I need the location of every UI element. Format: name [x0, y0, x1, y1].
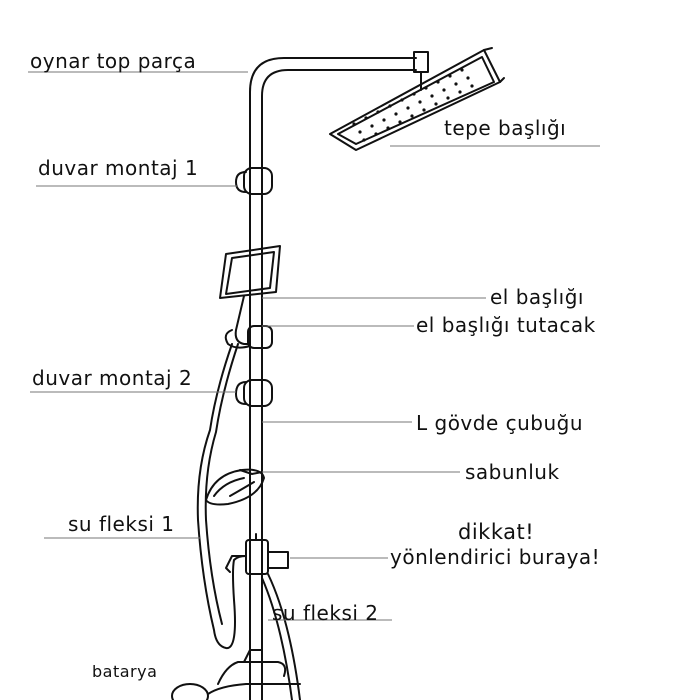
label-tepe-basligi: tepe başlığı [444, 116, 567, 140]
label-sabunluk: sabunluk [465, 460, 560, 484]
diverter [225, 533, 289, 575]
label-yonlendirici-buraya: yönlendirici buraya! [390, 545, 601, 569]
rain-head-nozzles [352, 68, 474, 142]
label-el-basligi: el başlığı [490, 285, 584, 309]
l-body-rod [249, 57, 417, 700]
leader-lines [28, 71, 600, 621]
water-hose-2 [267, 573, 301, 700]
label-dikkat: dikkat! [458, 520, 535, 544]
label-l-govde-cubugu: L gövde çubuğu [416, 411, 584, 435]
wall-mount-1 [235, 167, 273, 195]
l-body-rod-inner [261, 69, 417, 700]
label-duvar-montaj-1: duvar montaj 1 [38, 156, 199, 180]
label-duvar-montaj-2: duvar montaj 2 [32, 366, 193, 390]
hand-shower-holder [224, 325, 273, 349]
water-hose-1 [196, 343, 247, 649]
swivel-joint [413, 51, 429, 73]
soap-dish [205, 468, 265, 506]
label-el-basligi-tutacak: el başlığı tutacak [416, 313, 596, 337]
label-su-fleksi-2: su fleksi 2 [272, 601, 379, 625]
mixer-tap [171, 649, 301, 700]
wall-mount-2 [235, 379, 273, 407]
label-oynar-top-parca: oynar top parça [30, 49, 197, 73]
label-batarya: batarya [92, 662, 158, 681]
hand-shower [219, 245, 281, 345]
rain-head [329, 47, 505, 151]
label-su-fleksi-1: su fleksi 1 [68, 512, 175, 536]
